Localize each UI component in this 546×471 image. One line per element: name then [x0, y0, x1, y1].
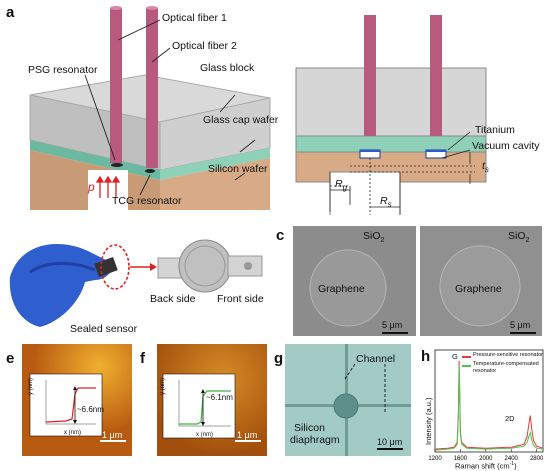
label-titanium: Titanium	[475, 124, 515, 136]
raman-legend-1: Pressure-sensitive resonator	[473, 352, 543, 358]
raman-xlabel: Raman shift (cm-1)	[455, 461, 517, 471]
cs-glass-block	[296, 68, 486, 136]
label-e-step: ~6.6nm	[77, 405, 104, 414]
optical-fiber-2	[146, 8, 158, 168]
raman-legend-2a: Temperature-compensated	[473, 361, 539, 367]
label-f-ylabel: y (nm)	[160, 378, 166, 395]
psg-resonator-mark	[111, 163, 123, 167]
label-optical-fiber-2: Optical fiber 2	[172, 40, 237, 52]
raman-legend-swatch-1	[462, 356, 471, 358]
label-pressure: p	[88, 180, 95, 194]
label-rs: Rs	[380, 195, 392, 209]
raman-ylabel: Intensity (a.u.)	[424, 397, 433, 445]
label-glass-cap-wafer: Glass cap wafer	[203, 114, 278, 126]
label-e-ylabel: y (nm)	[28, 378, 34, 395]
raman-xtick-label: 2800	[530, 456, 544, 462]
panel-letter-e: e	[6, 350, 14, 367]
cs-fiber-2	[430, 15, 442, 136]
panel-a-3d-schematic	[0, 0, 290, 210]
scale-bar-d: 5 μm	[510, 320, 530, 330]
panel-letter-f: f	[140, 350, 145, 367]
raman-legend-2b: resonator	[473, 368, 496, 374]
label-vacuum-cavity: Vacuum cavity	[472, 140, 540, 152]
raman-xtick-label: 1200	[428, 456, 442, 462]
panel-letter-g: g	[274, 350, 283, 367]
label-sealed-sensor: Sealed sensor	[70, 323, 137, 335]
label-psg-resonator: PSG resonator	[28, 64, 97, 76]
panel-a-cross-section	[290, 0, 546, 215]
scale-bar-e: 1 μm	[102, 430, 122, 440]
raman-legend-swatch-2	[462, 365, 471, 367]
label-f-xlabel: x (nm)	[196, 432, 213, 438]
label-channel: Channel	[356, 353, 395, 365]
diaphragm-circle	[334, 394, 358, 418]
scale-bar-f: 1 μm	[237, 430, 257, 440]
raman-peak-2d: 2D	[505, 414, 515, 423]
tcg-resonator-mark	[145, 169, 155, 173]
label-tcg-resonator: TCG resonator	[112, 195, 181, 207]
scale-bar-c-line	[382, 332, 408, 334]
label-glass-block: Glass block	[200, 62, 254, 74]
quarter-coin	[179, 240, 231, 292]
label-diaphragm: diaphragm	[290, 434, 340, 446]
label-silicon: Silicon	[294, 422, 325, 434]
label-front-side: Front side	[217, 293, 264, 305]
label-c-sio2: SiO2	[363, 230, 384, 244]
scale-bar-d-line	[510, 332, 536, 334]
optical-fiber-1	[110, 8, 122, 163]
label-d-graphene: Graphene	[455, 283, 502, 295]
label-c-graphene: Graphene	[318, 283, 365, 295]
cs-fiber-1	[364, 15, 376, 136]
label-f-step: ~6.1nm	[206, 393, 233, 402]
label-optical-fiber-1: Optical fiber 1	[162, 12, 227, 24]
label-ts: ts	[482, 160, 489, 174]
cs-glass-cap	[296, 136, 486, 152]
label-rg: Rg	[335, 178, 347, 192]
panel-letter-c: c	[276, 227, 284, 244]
label-d-sio2: SiO2	[508, 230, 529, 244]
scale-bar-g: 10 μm	[377, 437, 402, 447]
label-e-xlabel: x (nm)	[64, 430, 81, 436]
raman-peak-g: G	[452, 352, 458, 361]
label-back-side: Back side	[150, 293, 196, 305]
label-silicon-wafer: Silicon wafer	[208, 163, 268, 175]
scale-bar-c: 5 μm	[382, 320, 402, 330]
